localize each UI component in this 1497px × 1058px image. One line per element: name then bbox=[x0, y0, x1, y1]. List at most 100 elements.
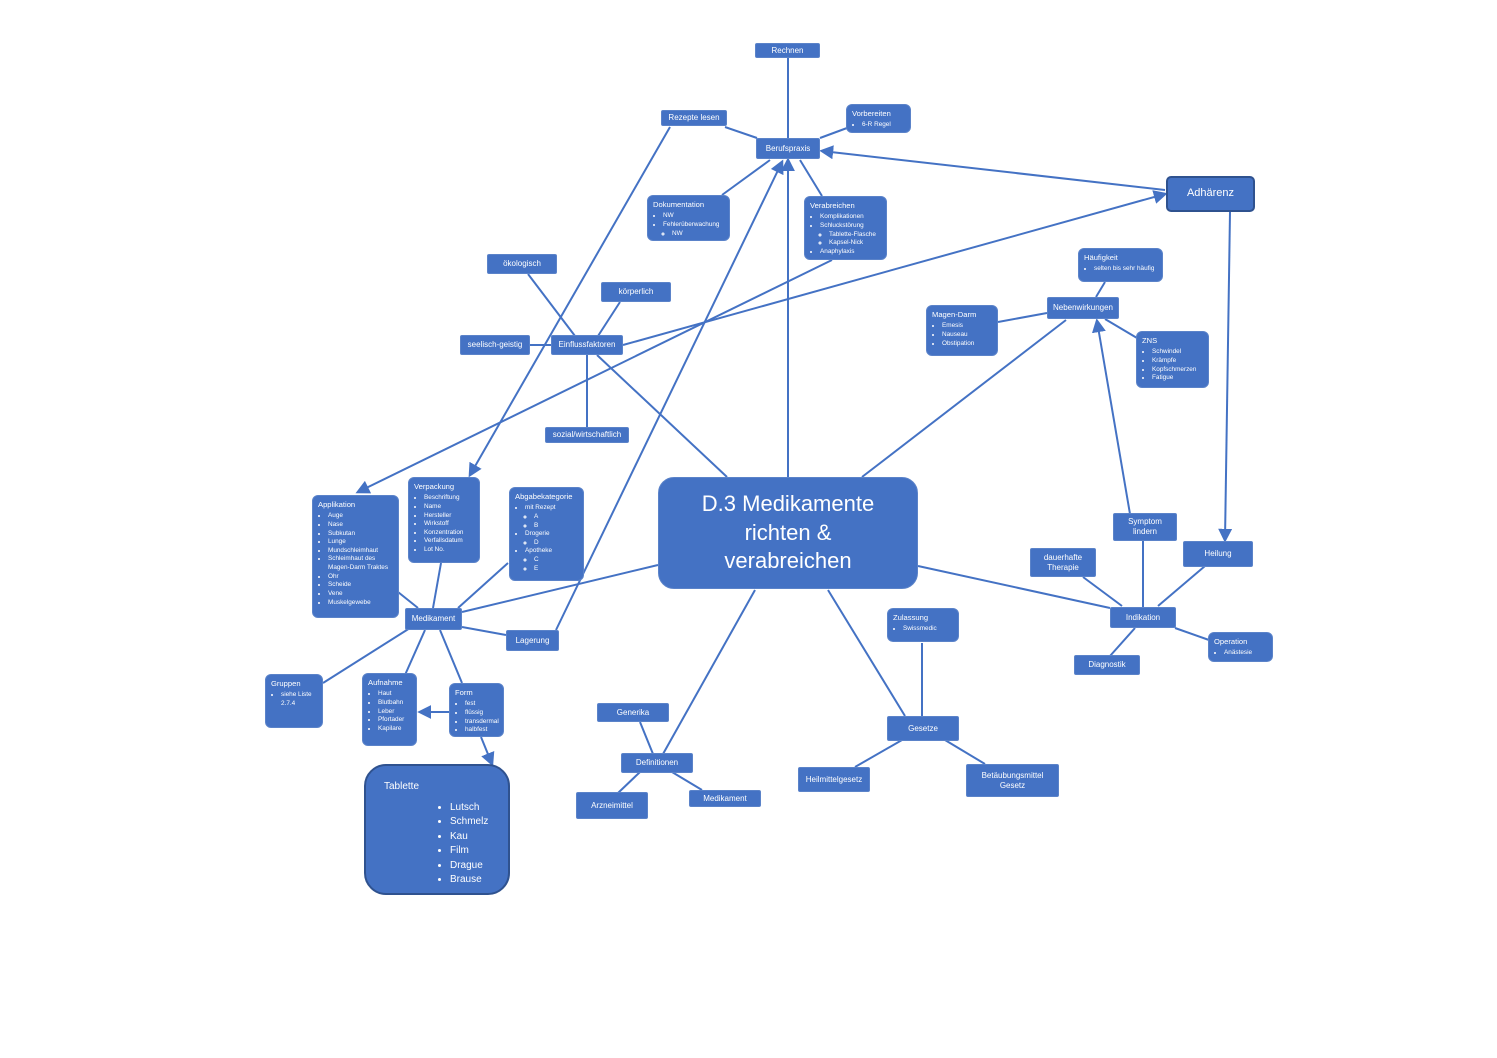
node-generika[interactable]: Generika bbox=[597, 703, 669, 722]
node-dauerhafte-therapie[interactable]: dauerhafte Therapie bbox=[1030, 548, 1096, 577]
list-item: Apotheke bbox=[525, 547, 553, 555]
edge-magendarm-nebenwirkungen bbox=[997, 312, 1048, 323]
list-item: Subkutan bbox=[328, 530, 393, 539]
list-item: Lunge bbox=[328, 538, 393, 547]
node-operation[interactable]: Operation Anästesie bbox=[1208, 632, 1273, 662]
node-form[interactable]: Form fest flüssig transdermal halbfest bbox=[449, 683, 504, 737]
list-item: Fehlerüberwachung bbox=[663, 220, 720, 228]
node-haeufigkeit[interactable]: Häufigkeit selten bis sehr häufig bbox=[1078, 248, 1163, 282]
node-lagerung[interactable]: Lagerung bbox=[506, 630, 559, 651]
list-item: Muskelgewebe bbox=[328, 599, 393, 608]
list-item: Lot No. bbox=[424, 546, 474, 555]
node-dokumentation[interactable]: Dokumentation NW Fehlerüberwachung NW bbox=[647, 195, 730, 241]
node-aufnahme[interactable]: Aufnahme Haut Blutbahn Leber Pfortader K… bbox=[362, 673, 417, 746]
central-topic-node[interactable]: D.3 Medikamente richten & verabreichen bbox=[658, 477, 918, 589]
node-rezepte-lesen[interactable]: Rezepte lesen bbox=[661, 110, 727, 126]
list-item: Fatigue bbox=[1152, 374, 1203, 383]
gruppen-title: Gruppen bbox=[271, 679, 301, 688]
node-sozial-wirtschaftlich[interactable]: sozial/wirtschaftlich bbox=[545, 427, 629, 443]
operation-title: Operation bbox=[1214, 637, 1248, 646]
list-item: transdermal bbox=[465, 718, 499, 727]
edge-haeufigkeit-nebenwirkungen bbox=[1095, 281, 1106, 298]
list-item: Emesis bbox=[942, 322, 992, 331]
list-item: Krämpfe bbox=[1152, 357, 1203, 366]
edge-oekologisch-einfluss bbox=[527, 273, 576, 337]
node-applikation[interactable]: Applikation Auge Nase Subkutan Lunge Mun… bbox=[312, 495, 399, 618]
node-einflussfaktoren[interactable]: Einflussfaktoren bbox=[551, 335, 623, 355]
list-item: Kau bbox=[450, 830, 490, 845]
list-item: flüssig bbox=[465, 709, 498, 718]
node-verpackung[interactable]: Verpackung Beschriftung Name Hersteller … bbox=[408, 477, 480, 563]
list-item: 6-R Regel bbox=[862, 121, 905, 130]
node-vorbereiten[interactable]: Vorbereiten 6-R Regel bbox=[846, 104, 911, 133]
node-betaeubungsmittel-gesetz[interactable]: Betäubungsmittel Gesetz bbox=[966, 764, 1059, 797]
node-zns[interactable]: ZNS Schwindel Krämpfe Kopfschmerzen Fati… bbox=[1136, 331, 1209, 388]
node-rechnen[interactable]: Rechnen bbox=[755, 43, 820, 58]
node-abgabekategorie[interactable]: Abgabekategorie mit Rezept A B Drogerie … bbox=[509, 487, 584, 581]
list-item: Verfallsdatum bbox=[424, 537, 474, 546]
haeufigkeit-title: Häufigkeit bbox=[1084, 253, 1118, 262]
node-heilmittelgesetz[interactable]: Heilmittelgesetz bbox=[798, 767, 870, 792]
edge-medikament-lagerung bbox=[461, 626, 507, 636]
edge-gesetze-heilmittel bbox=[854, 739, 903, 768]
node-magen-darm[interactable]: Magen-Darm Emesis Nauseau Obstipation bbox=[926, 305, 998, 356]
node-oekologisch[interactable]: ökologisch bbox=[487, 254, 557, 274]
list-item: Schwindel bbox=[1152, 348, 1203, 357]
node-heilung[interactable]: Heilung bbox=[1183, 541, 1253, 567]
list-item: Anästesie bbox=[1224, 649, 1267, 658]
node-symptom-lindern[interactable]: Symptom lindern bbox=[1113, 513, 1177, 541]
node-seelisch-geistig[interactable]: seelisch-geistig bbox=[460, 335, 530, 355]
list-item: Nauseau bbox=[942, 331, 992, 340]
list-item: Drague bbox=[450, 859, 490, 874]
edge-form-tablette bbox=[480, 736, 495, 767]
edge-medikament-form bbox=[439, 629, 463, 684]
list-item: Ohr bbox=[328, 573, 393, 582]
list-subitem: D bbox=[534, 539, 578, 548]
edge-medikament-gruppen bbox=[322, 627, 411, 684]
list-item: Wirkstoff bbox=[424, 520, 474, 529]
edge-center-medikament bbox=[461, 564, 659, 613]
list-item: mit Rezept bbox=[525, 504, 556, 512]
edge-center-definitionen bbox=[662, 589, 756, 755]
node-gruppen[interactable]: Gruppen siehe Liste 2.7.4 bbox=[265, 674, 323, 728]
list-item: Komplikationen bbox=[820, 213, 881, 222]
list-item: Konzentration bbox=[424, 529, 474, 538]
edge-center-indikation bbox=[917, 565, 1111, 609]
node-definitionen[interactable]: Definitionen bbox=[621, 753, 693, 773]
list-item: Swissmedic bbox=[903, 625, 953, 634]
edge-definitionen-arzneimittel bbox=[617, 771, 641, 794]
node-indikation[interactable]: Indikation bbox=[1110, 607, 1176, 628]
verpackung-title: Verpackung bbox=[414, 482, 455, 491]
node-koerperlich[interactable]: körperlich bbox=[601, 282, 671, 302]
node-berufspraxis[interactable]: Berufspraxis bbox=[756, 138, 820, 159]
node-nebenwirkungen[interactable]: Nebenwirkungen bbox=[1047, 297, 1119, 319]
node-arzneimittel[interactable]: Arzneimittel bbox=[576, 792, 648, 819]
zulassung-title: Zulassung bbox=[893, 613, 929, 622]
list-item: Lutsch bbox=[450, 801, 490, 816]
node-gesetze[interactable]: Gesetze bbox=[887, 716, 959, 741]
list-item: NW bbox=[663, 212, 724, 221]
node-medikament[interactable]: Medikament bbox=[405, 608, 462, 630]
node-zulassung[interactable]: Zulassung Swissmedic bbox=[887, 608, 959, 642]
edge-verpackung-medikament bbox=[432, 562, 442, 609]
vorbereiten-title: Vorbereiten bbox=[852, 109, 891, 118]
list-subitem: Kapsel-Nick bbox=[829, 239, 881, 248]
node-verabreichen[interactable]: Verabreichen Komplikationen Schluckstöru… bbox=[804, 196, 887, 260]
list-subitem: B bbox=[534, 522, 578, 531]
list-item: Hersteller bbox=[424, 512, 474, 521]
list-subitem: C bbox=[534, 556, 578, 565]
list-item: Obstipation bbox=[942, 340, 992, 349]
edge-symptom-nebenwirkungen bbox=[1091, 318, 1131, 515]
node-definition-medikament[interactable]: Medikament bbox=[689, 790, 761, 807]
edge-verabreichen-applikation bbox=[355, 259, 833, 494]
node-adhaerenz[interactable]: Adhärenz bbox=[1166, 176, 1255, 212]
list-subitem: NW bbox=[672, 230, 724, 239]
zns-title: ZNS bbox=[1142, 336, 1158, 345]
list-item: Blutbahn bbox=[378, 699, 411, 708]
node-tablette[interactable]: Tablette Lutsch Schmelz Kau Film Drague … bbox=[364, 764, 510, 895]
node-diagnostik[interactable]: Diagnostik bbox=[1074, 655, 1140, 675]
list-item: Vene bbox=[328, 590, 393, 599]
edge-rezepte-verpackung bbox=[468, 126, 671, 478]
list-subitem: A bbox=[534, 513, 578, 522]
